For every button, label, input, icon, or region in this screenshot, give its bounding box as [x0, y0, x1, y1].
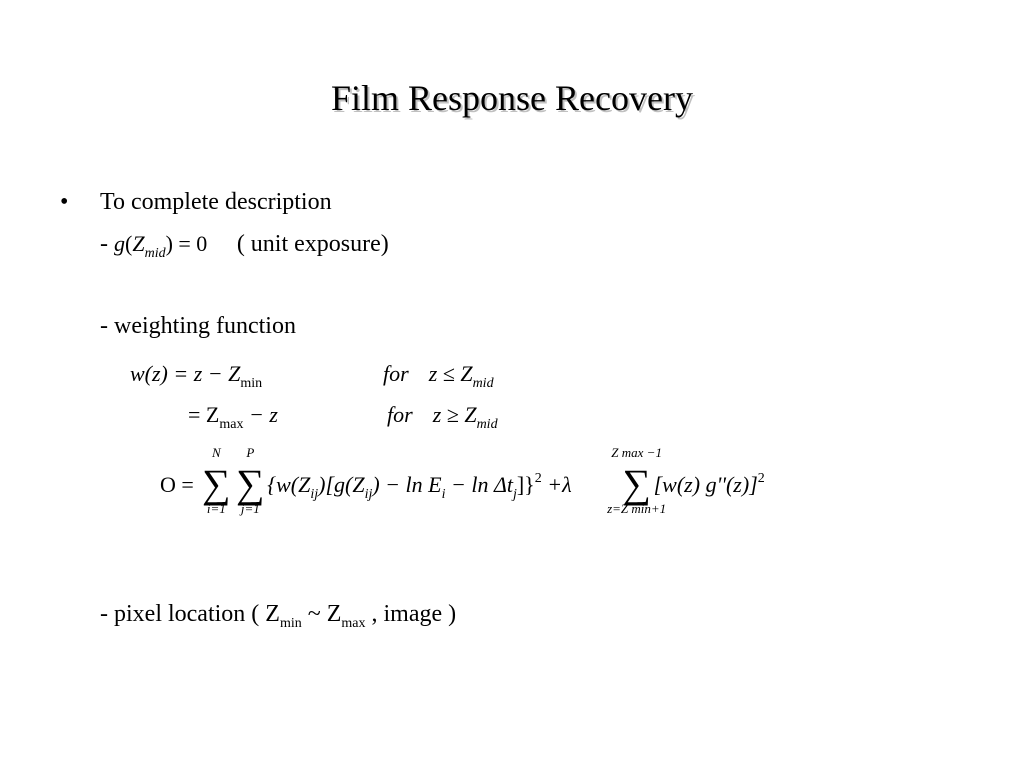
pixel-location-prefix: - pixel location ( Z	[100, 601, 280, 627]
weighting-line-1-condition: for z ≤ Zmid	[383, 360, 494, 398]
objective-term1-c: ) − ln E	[372, 472, 442, 497]
pixel-location-sub-min: min	[279, 616, 302, 631]
weighting-line-1-for: for	[383, 361, 409, 386]
objective-term1-sub-b: ij	[364, 487, 373, 502]
pixel-location-suffix: , image )	[365, 601, 457, 627]
constraint-g: g	[114, 231, 125, 256]
pixel-location-line: - pixel location ( Zmin ~ Zmax , image )	[100, 600, 456, 638]
bullet-dot: •	[60, 189, 69, 215]
sum-j-upper: P	[246, 444, 255, 460]
weighting-line-2-cond-expr: z ≥ Z	[432, 402, 477, 427]
objective-term1-d: − ln Δt	[445, 472, 513, 497]
weighting-line-1-cond-expr: z ≤ Z	[428, 361, 473, 386]
bullet-text: To complete description	[100, 189, 332, 215]
objective-lhs: O =	[160, 472, 194, 497]
weighting-line-2-sub: max	[219, 417, 244, 432]
constraint-equals-zero: ) = 0	[165, 231, 208, 256]
objective-term2-sup: 2	[757, 471, 765, 486]
weighting-line-2-cond-sub: mid	[476, 417, 498, 432]
weighting-line-2-condition: for z ≥ Zmid	[387, 401, 498, 439]
weighting-line-1-cond-sub: mid	[472, 376, 494, 391]
objective-term1-sup: 2	[534, 471, 542, 486]
constraint-line: - g(Zmid) = 0 ( unit exposure)	[100, 230, 389, 268]
constraint-formula: g(Zmid) = 0	[114, 231, 213, 261]
weighting-line-2-rest: − z	[243, 402, 278, 427]
sum-j-sigma: ∑	[236, 460, 265, 506]
objective-term1-e: ]}	[516, 472, 535, 497]
weighting-line-1: w(z) = z − Zmin	[130, 360, 262, 398]
constraint-note: ( unit exposure)	[236, 231, 389, 257]
weighting-heading: - weighting function	[100, 313, 296, 339]
weighting-line-1-sub: min	[240, 376, 263, 391]
sum-z-lower: z=Z min+1	[607, 500, 667, 516]
sum-z: Z max −1 ∑ z=Z min+1	[607, 445, 666, 515]
constraint-sub-mid: mid	[144, 246, 166, 261]
weighting-line-1-lhs: w(z) = z − Z	[130, 361, 241, 386]
sum-z-upper: Z max −1	[611, 444, 662, 460]
constraint-dash: -	[100, 231, 108, 257]
objective-term2: [w(z) g''(z)]	[653, 472, 758, 497]
sum-j-lower: j=1	[240, 500, 260, 516]
pixel-location-mid: ~ Z	[301, 601, 342, 627]
objective-term1-sub-d: j	[512, 487, 517, 502]
sum-i: N ∑ i=1	[199, 445, 233, 515]
sum-i-lower: i=1	[206, 500, 226, 516]
objective-term1-sub-c: i	[441, 487, 446, 502]
objective-equation: O = N ∑ i=1 P ∑ j=1 {w(Zij)[g(Zij) − ln …	[160, 445, 765, 515]
sum-j: P ∑ j=1	[233, 445, 267, 515]
objective-term1-b: )[g(Z	[318, 472, 365, 497]
objective-term1-a: {w(Z	[267, 472, 311, 497]
constraint-z: Z	[132, 231, 145, 256]
pixel-location-sub-max: max	[341, 616, 366, 631]
weighting-line-2: = Zmax − z	[188, 401, 278, 439]
weighting-line-2-for: for	[387, 402, 413, 427]
constraint-lparen: (	[125, 231, 133, 256]
objective-plus-lambda: +λ	[547, 472, 572, 497]
sum-i-upper: N	[211, 444, 221, 460]
sum-z-sigma: ∑	[622, 460, 651, 506]
sum-i-sigma: ∑	[202, 460, 231, 506]
objective-term1-sub-a: ij	[310, 487, 319, 502]
weighting-line-2-lhs: = Z	[188, 402, 220, 427]
slide-title: Film Response Recovery	[331, 78, 693, 118]
